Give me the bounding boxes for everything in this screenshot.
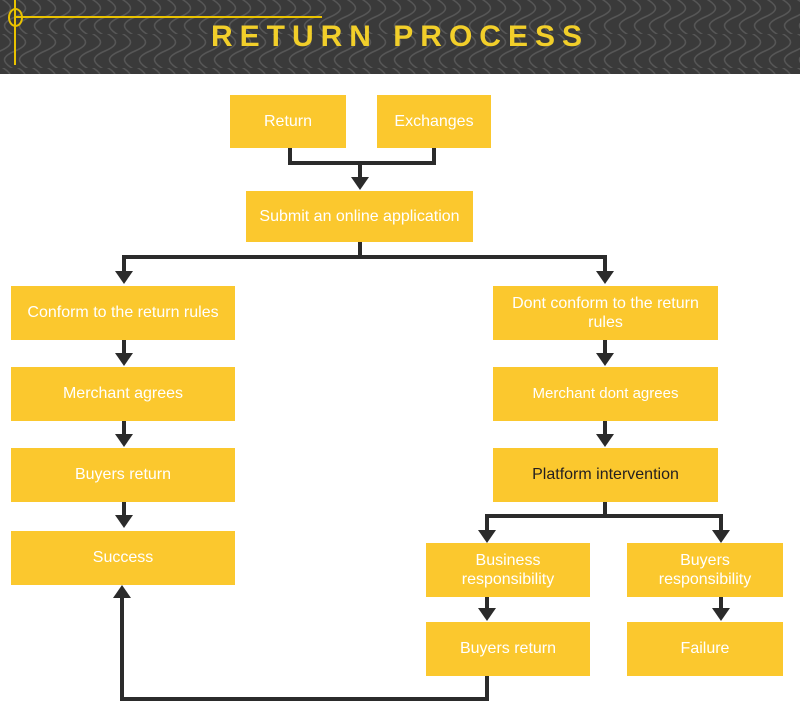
crosshair-icon [8, 8, 23, 27]
arrowhead-to-buyers-responsibility [712, 530, 730, 543]
connector-feedback-down [485, 676, 489, 701]
connector-return-down [288, 148, 292, 165]
node-success[interactable]: Success [11, 531, 235, 585]
connector-merchant-agrees-down [122, 421, 126, 437]
connector-right-branch-down [603, 255, 607, 272]
connector-exchanges-down [432, 148, 436, 165]
connector-dont-conform-down [603, 340, 607, 356]
connector-left-branch-down [122, 255, 126, 272]
arrowhead-to-business-responsibility [478, 530, 496, 543]
arrowhead-to-failure [712, 608, 730, 621]
connector-split-bar-platform [485, 514, 723, 518]
arrowhead-to-merchant-dont-agrees [596, 353, 614, 366]
connector-business-resp-down [485, 597, 489, 609]
node-buyers-return-left[interactable]: Buyers return [11, 448, 235, 502]
connector-feedback-bar [120, 697, 489, 701]
arrowhead-to-success [115, 515, 133, 528]
arrowhead-to-dont-conform [596, 271, 614, 284]
node-buyers-return-right[interactable]: Buyers return [426, 622, 590, 676]
header-decoration-vertical-line [14, 0, 16, 65]
node-platform-intervention[interactable]: Platform intervention [493, 448, 718, 502]
node-dont-conform-to-return-rules[interactable]: Dont conform to the return rules [493, 286, 718, 340]
connector-buyers-resp-branch-down [719, 514, 723, 531]
node-submit-application[interactable]: Submit an online application [246, 191, 473, 242]
node-merchant-dont-agrees[interactable]: Merchant dont agrees [493, 367, 718, 421]
node-merchant-agrees[interactable]: Merchant agrees [11, 367, 235, 421]
connector-business-branch-down [485, 514, 489, 531]
arrowhead-to-conform [115, 271, 133, 284]
node-conform-to-return-rules[interactable]: Conform to the return rules [11, 286, 235, 340]
connector-platform-down [603, 502, 607, 518]
connector-merge-bar-top [288, 161, 436, 165]
arrowhead-to-submit [351, 177, 369, 190]
node-return[interactable]: Return [230, 95, 346, 148]
arrowhead-to-buyers-return-right [478, 608, 496, 621]
node-buyers-responsibility[interactable]: Buyers responsibility [627, 543, 783, 597]
connector-buyers-return-left-down [122, 502, 126, 518]
header-decoration-horizontal-line [15, 16, 322, 18]
arrowhead-to-merchant-agrees [115, 353, 133, 366]
page-header: RETURN PROCESS [0, 0, 800, 74]
node-exchanges[interactable]: Exchanges [377, 95, 491, 148]
page-title: RETURN PROCESS [210, 20, 590, 53]
connector-submit-down [358, 242, 362, 259]
arrowhead-feedback-to-success [113, 585, 131, 598]
arrowhead-to-buyers-return-left [115, 434, 133, 447]
node-business-responsibility[interactable]: Business responsibility [426, 543, 590, 597]
mesh-pattern-icon [0, 0, 800, 74]
connector-feedback-up [120, 598, 124, 697]
connector-split-bar-main [122, 255, 607, 259]
arrowhead-to-platform-intervention [596, 434, 614, 447]
connector-conform-down [122, 340, 126, 356]
connector-buyers-resp-down [719, 597, 723, 609]
connector-to-submit [358, 161, 362, 177]
connector-merchant-dont-agrees-down [603, 421, 607, 437]
node-failure[interactable]: Failure [627, 622, 783, 676]
